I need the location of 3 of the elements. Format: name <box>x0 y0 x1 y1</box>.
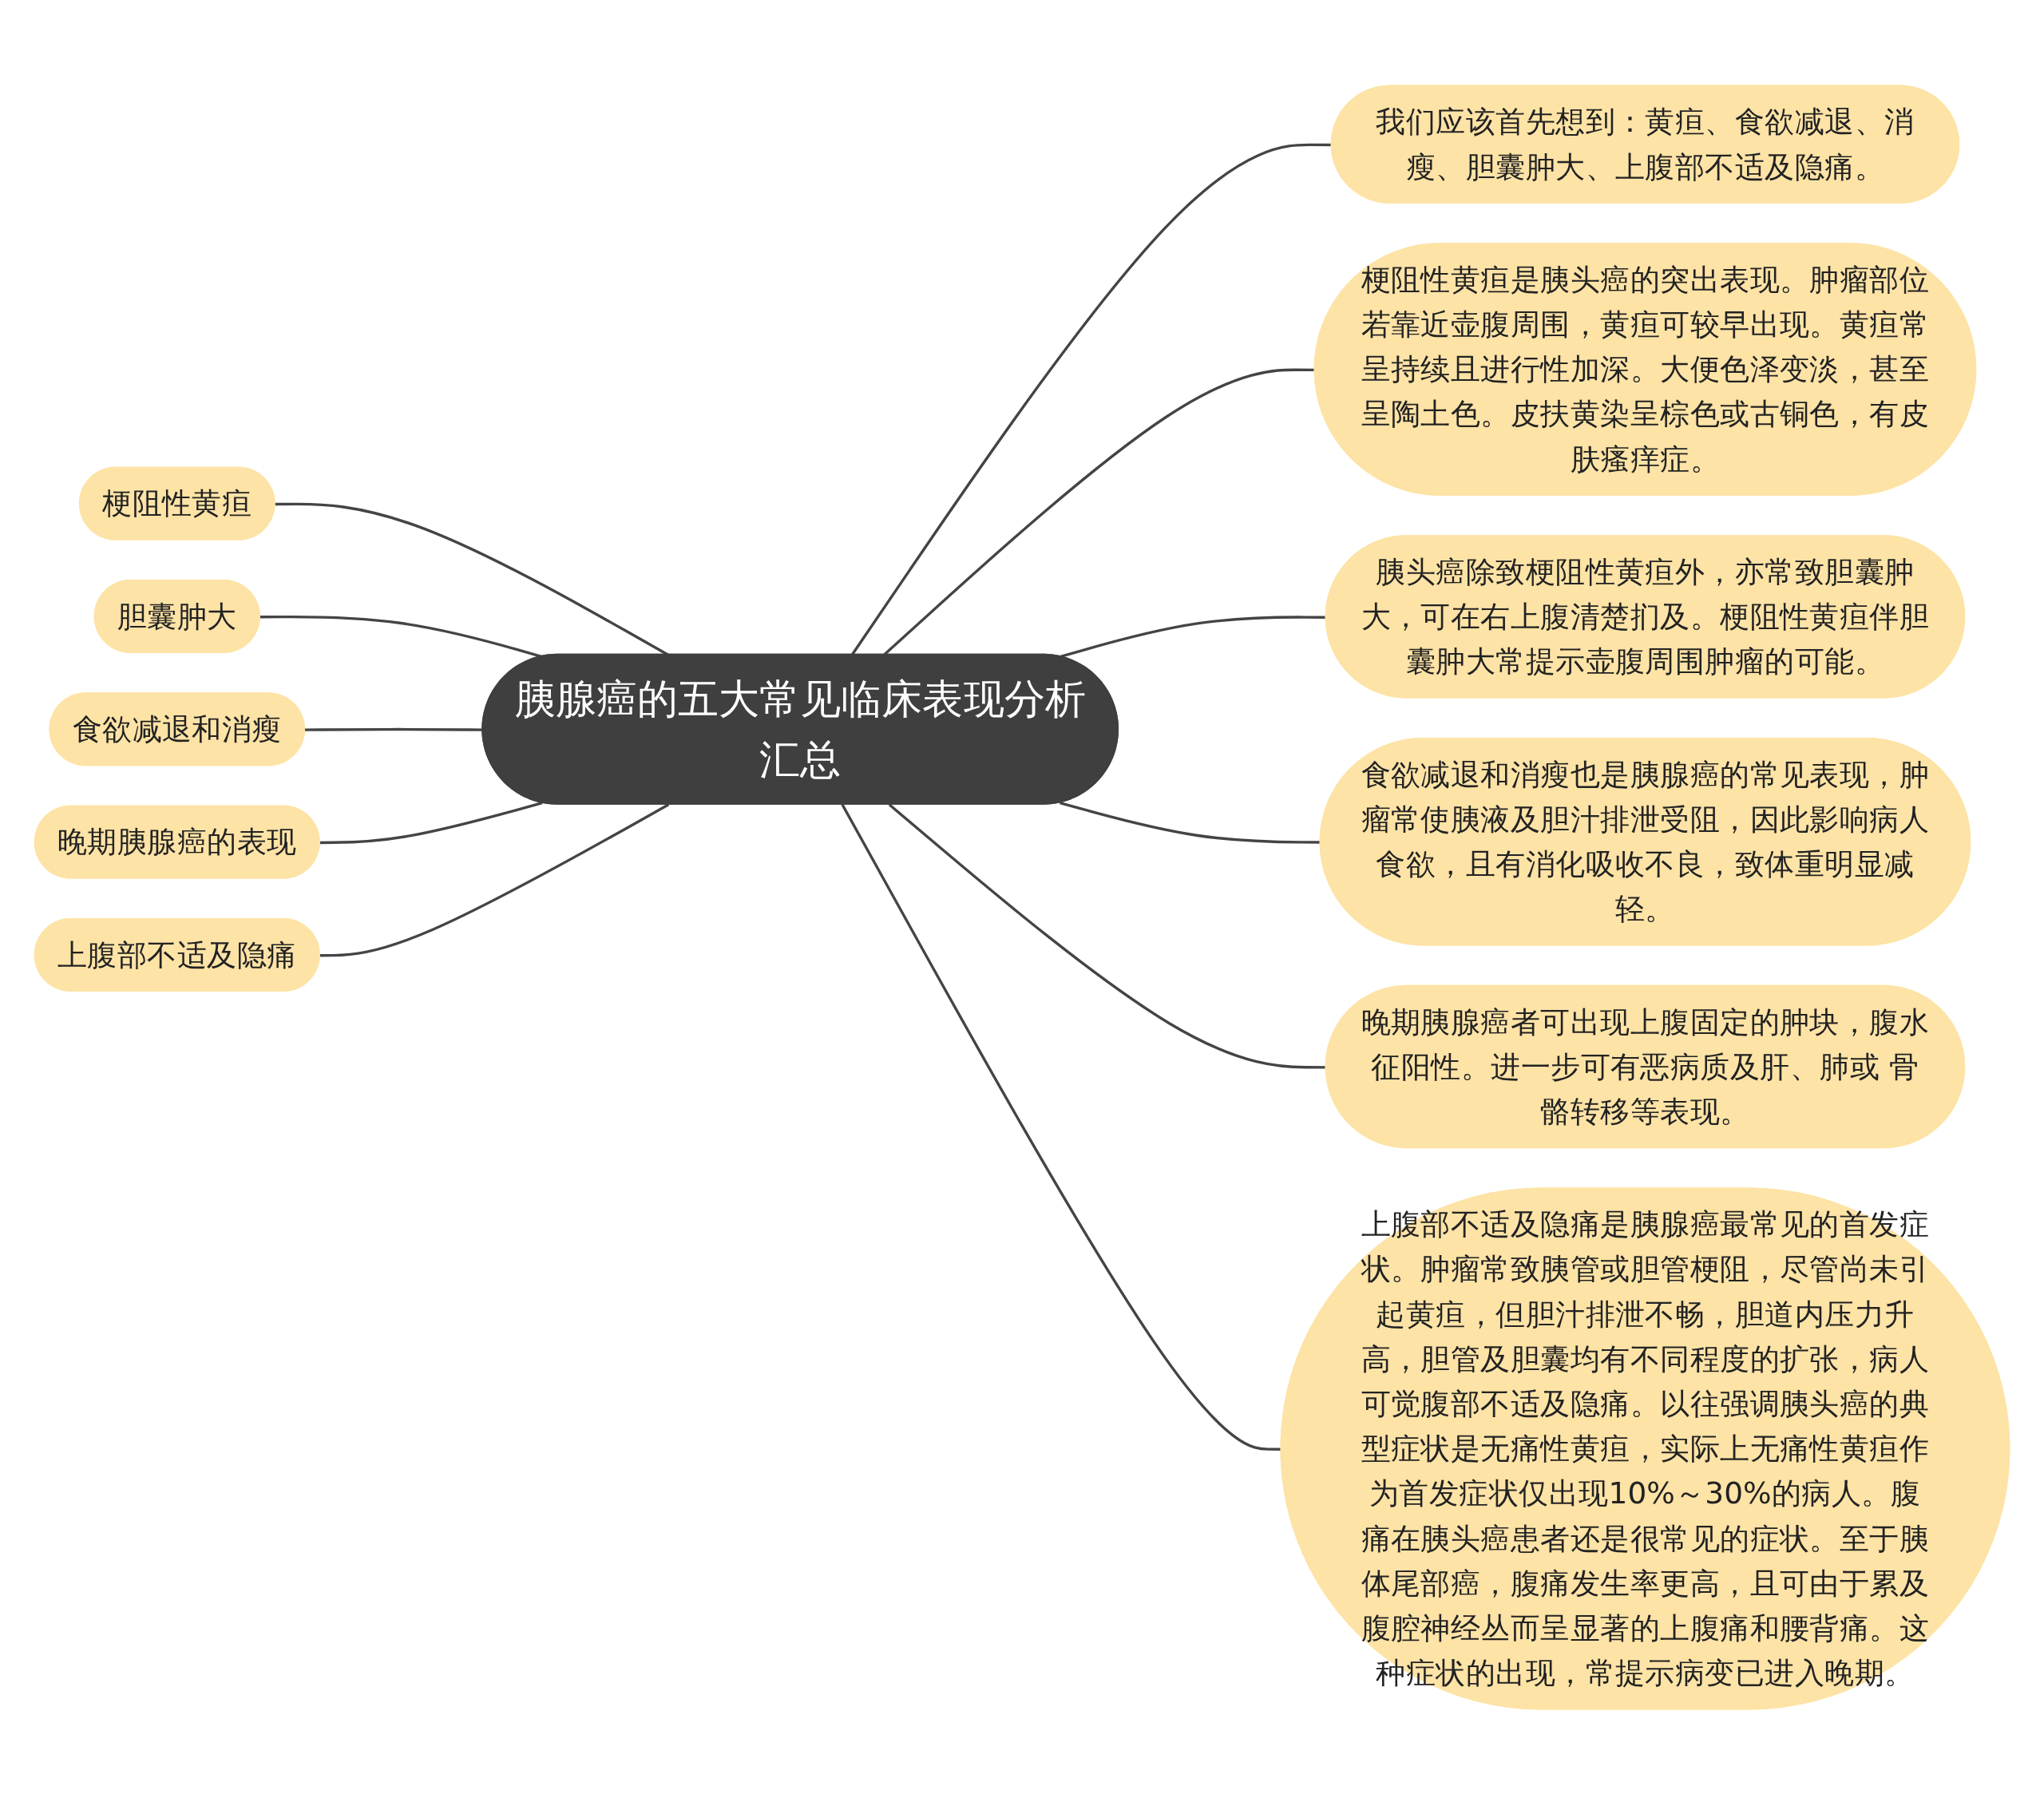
connector <box>319 801 543 844</box>
connector <box>319 802 670 956</box>
connector <box>259 615 543 658</box>
